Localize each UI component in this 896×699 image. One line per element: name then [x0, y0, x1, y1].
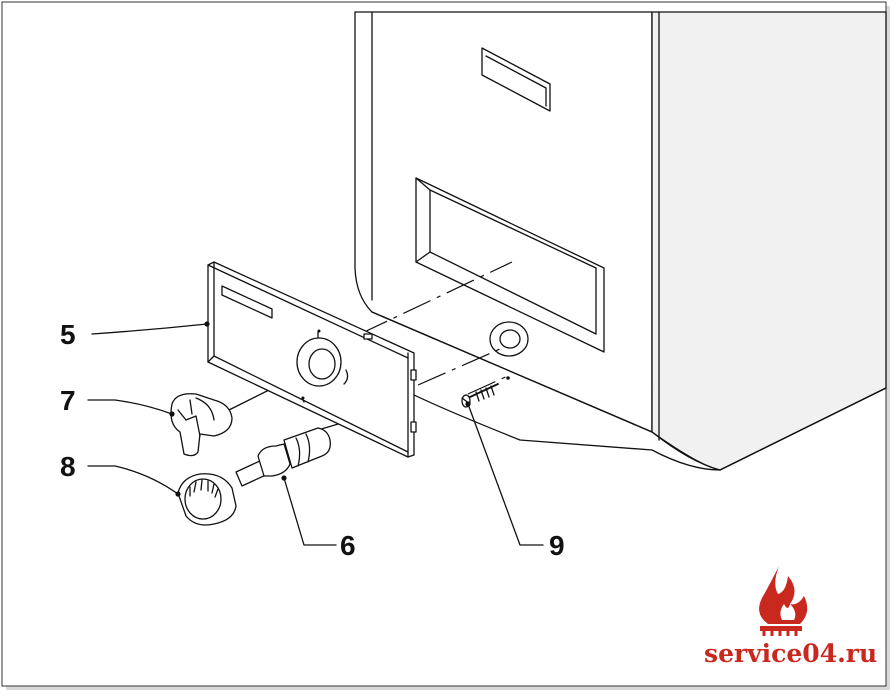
knurled-knob: [177, 473, 237, 526]
callout-dot-5: [204, 321, 210, 327]
watermark-text: service04.ru: [704, 639, 877, 668]
callout-dot-9: [465, 401, 471, 407]
callout-8: 8: [60, 451, 76, 482]
heater-housing: [354, 11, 887, 471]
control-knob: [170, 393, 233, 457]
callout-dot-8: [175, 491, 181, 497]
callout-9: 9: [549, 530, 565, 561]
callout-dot-6: [281, 475, 287, 481]
callout-leaders: [87, 321, 544, 546]
flame-icon: [759, 566, 808, 636]
spindle-shaft: [235, 427, 331, 487]
callout-6: 6: [340, 530, 356, 561]
callout-dot-7: [169, 411, 175, 417]
callout-7: 7: [60, 385, 76, 416]
callout-5: 5: [60, 319, 76, 350]
front-panel: [207, 261, 417, 458]
